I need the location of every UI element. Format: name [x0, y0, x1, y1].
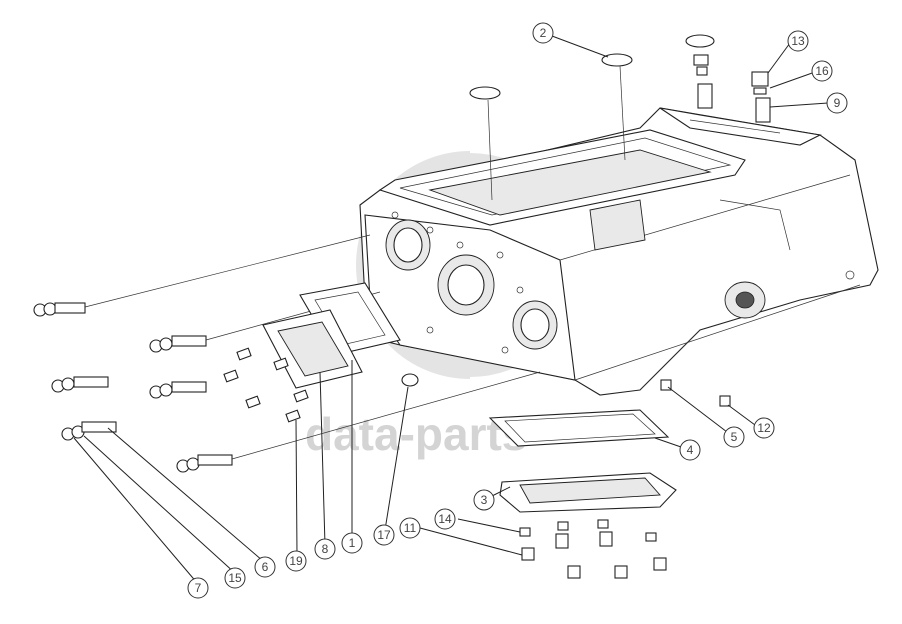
left-bolts: [33, 234, 541, 473]
svg-text:16: 16: [815, 64, 829, 78]
bottom-bolts: [519, 519, 667, 579]
callout-12: 12: [753, 417, 775, 439]
callout-3: 3: [473, 489, 495, 511]
watermark-text: data-parts: [305, 408, 527, 460]
callout-13: 13: [787, 30, 809, 52]
svg-text:9: 9: [834, 96, 841, 110]
callout-16: 16: [811, 60, 833, 82]
callouts: 1 2 3 4 5 6 7 8: [187, 22, 848, 599]
drain-plug: [401, 373, 419, 387]
callout-9: 9: [826, 92, 848, 114]
svg-text:15: 15: [228, 571, 242, 585]
small-screws: [223, 347, 309, 423]
svg-text:7: 7: [195, 581, 202, 595]
svg-text:19: 19: [289, 554, 303, 568]
callout-17: 17: [373, 524, 395, 546]
svg-text:12: 12: [757, 421, 771, 435]
svg-text:6: 6: [262, 560, 269, 574]
svg-text:3: 3: [481, 493, 488, 507]
nut-5: [660, 379, 672, 391]
callout-1: 1: [341, 532, 363, 554]
svg-text:8: 8: [322, 542, 329, 556]
leader-lines: [73, 35, 829, 585]
nut-12: [719, 395, 731, 407]
top-studs: [693, 54, 771, 123]
svg-text:2: 2: [540, 26, 547, 40]
callout-2: 2: [532, 22, 554, 44]
svg-text:13: 13: [791, 34, 805, 48]
callout-8: 8: [314, 538, 336, 560]
callout-6: 6: [254, 556, 276, 578]
svg-text:4: 4: [687, 443, 694, 457]
svg-text:5: 5: [731, 430, 738, 444]
callout-7: 7: [187, 577, 209, 599]
callout-14: 14: [434, 508, 456, 530]
svg-text:11: 11: [404, 521, 417, 535]
gearbox-housing: [359, 107, 879, 396]
svg-text:1: 1: [349, 536, 356, 550]
callout-5: 5: [723, 426, 745, 448]
plug-caps: [469, 34, 715, 201]
svg-text:17: 17: [377, 528, 391, 542]
svg-text:14: 14: [438, 512, 452, 526]
callout-11: 11: [399, 517, 421, 539]
left-cover-plates: [262, 282, 401, 389]
callout-19: 19: [285, 550, 307, 572]
callout-15: 15: [224, 567, 246, 589]
callout-4: 4: [679, 439, 701, 461]
bottom-cover: [488, 409, 677, 513]
